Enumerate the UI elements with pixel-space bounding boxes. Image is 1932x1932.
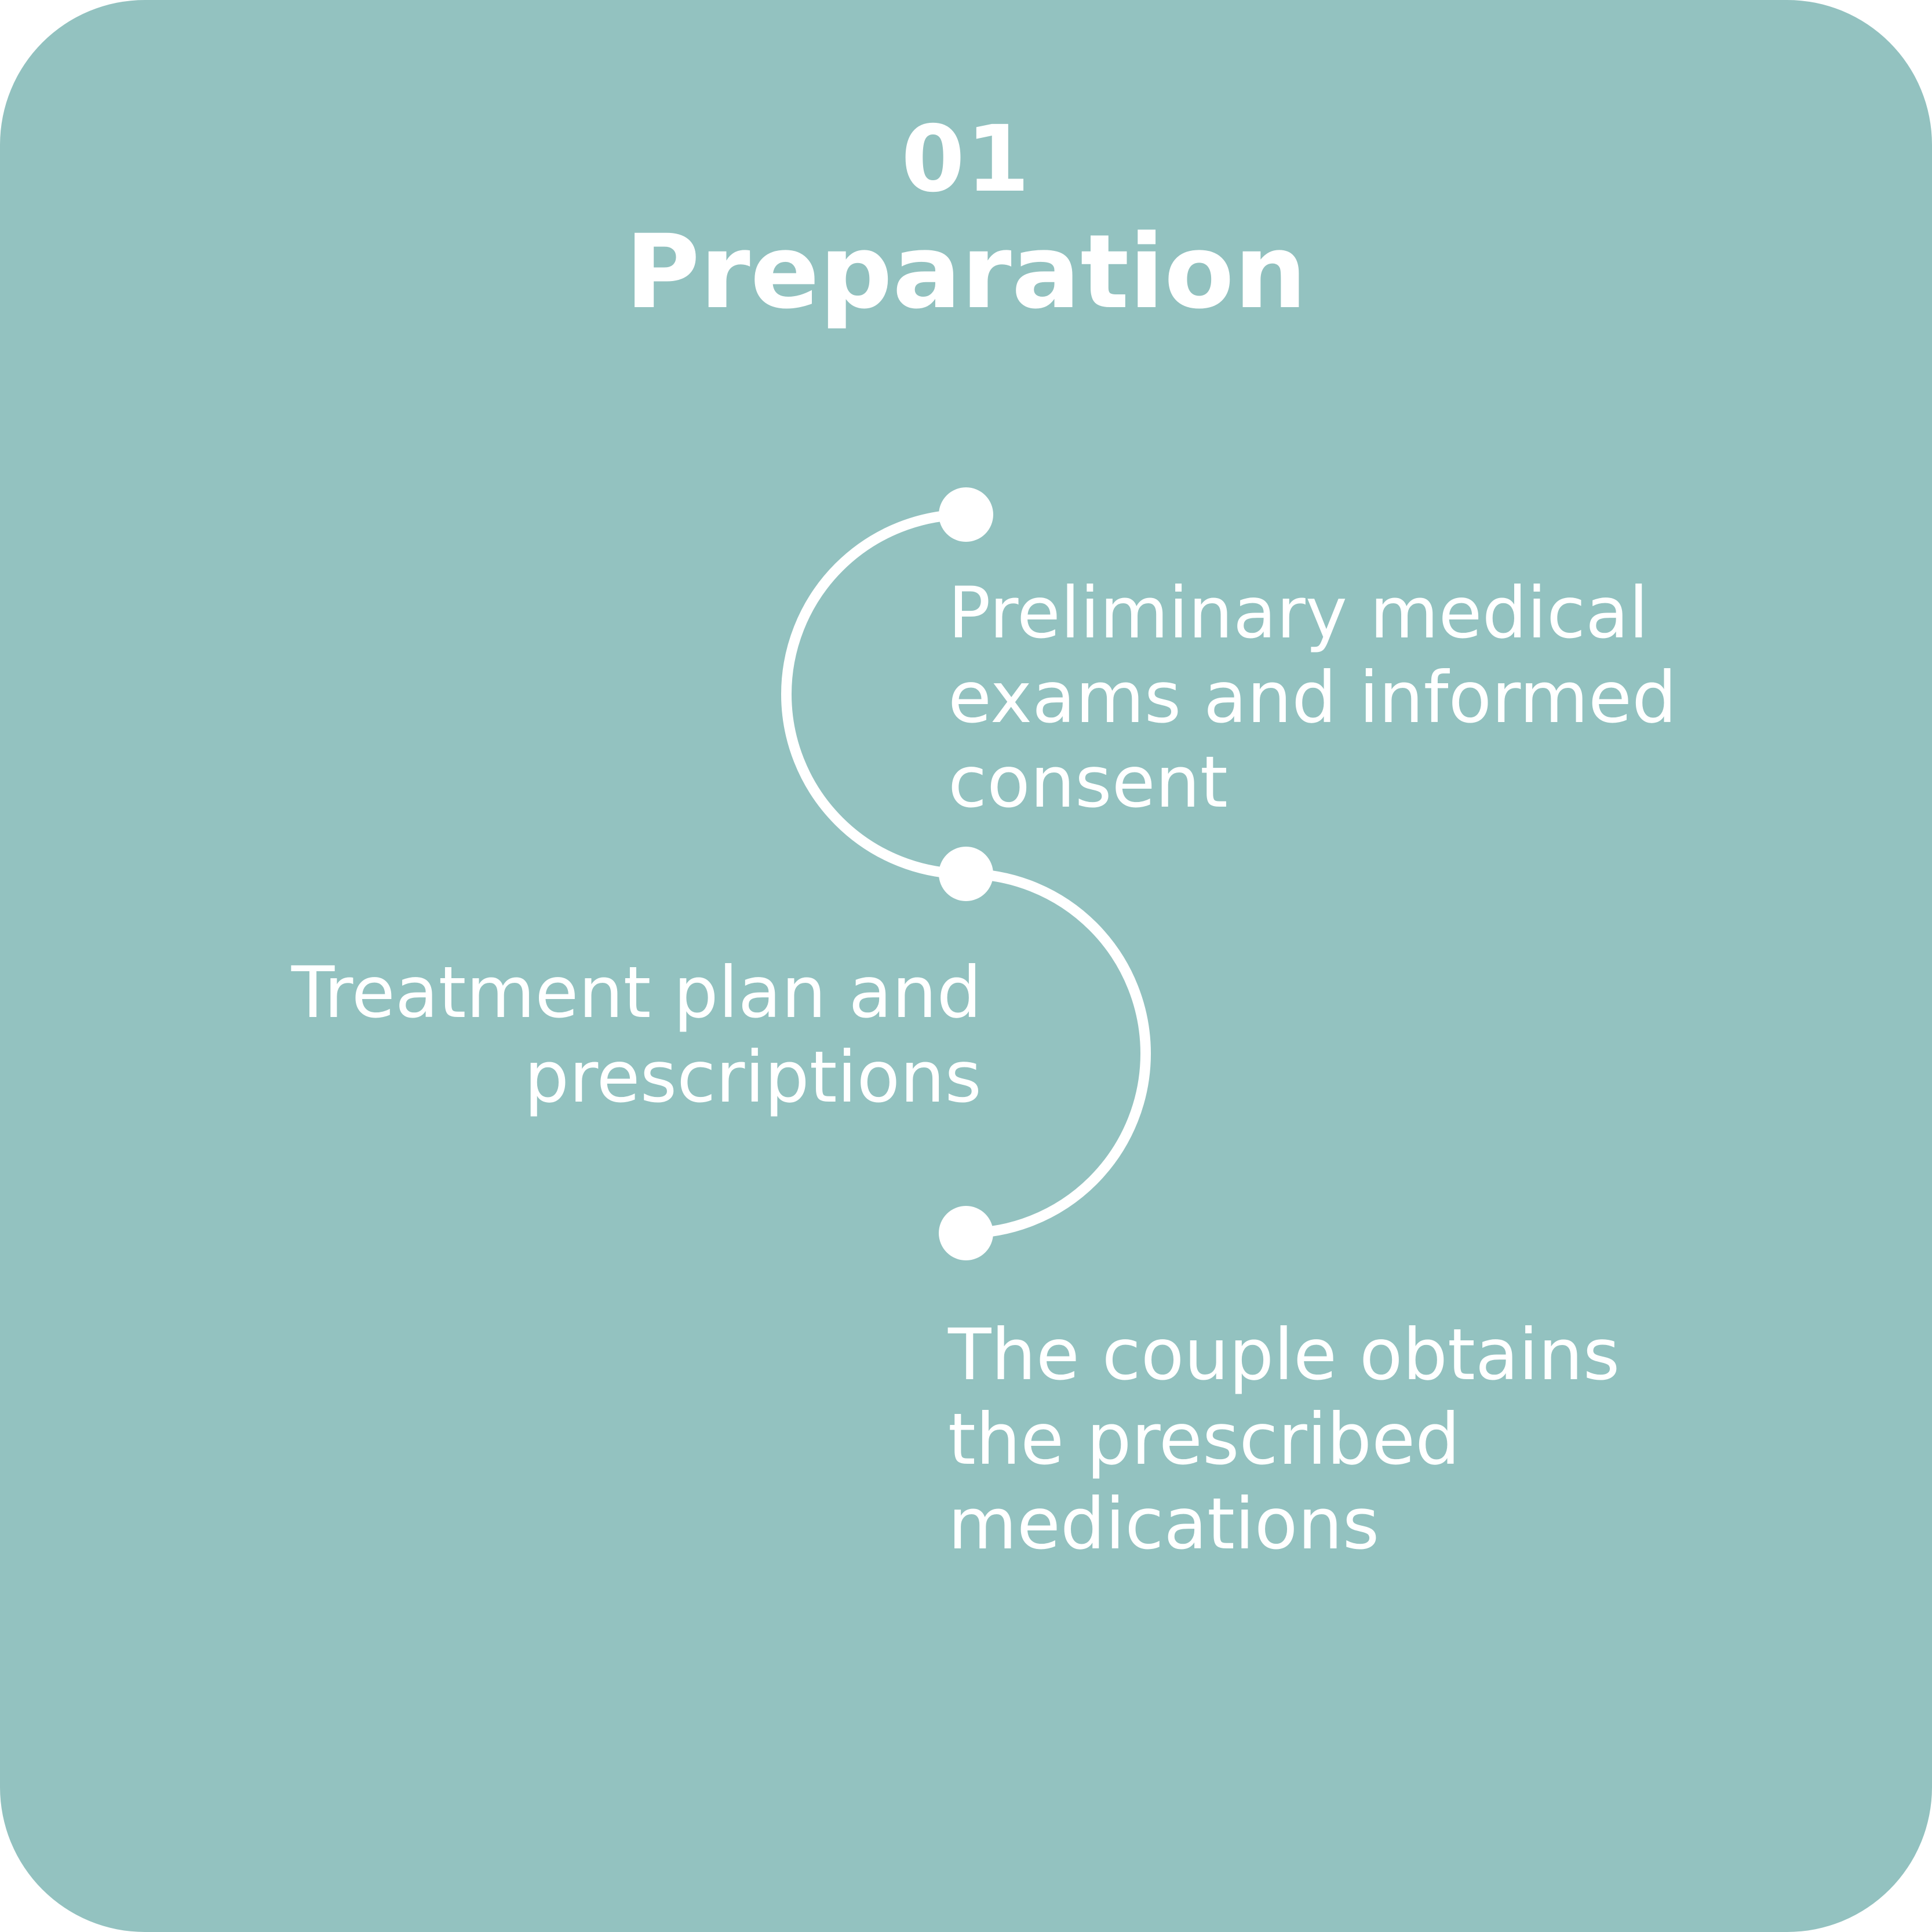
item-text-line: Treatment plan and xyxy=(291,952,982,1034)
timeline-item-3-text: The couple obtains the prescribed medica… xyxy=(948,1313,1620,1566)
item-text-line: The couple obtains xyxy=(948,1314,1620,1396)
item-text-line: exams and informed xyxy=(948,657,1677,739)
step-title: Preparation xyxy=(625,213,1307,331)
timeline-arc-lower xyxy=(965,869,1151,1238)
step-number: 01 xyxy=(901,106,1031,213)
timeline-node-1 xyxy=(939,487,993,542)
item-text-line: the prescribed xyxy=(948,1398,1460,1481)
timeline-item-2-text: Treatment plan and prescriptions xyxy=(291,950,982,1120)
item-text-line: consent xyxy=(948,741,1228,823)
timeline-node-3 xyxy=(939,1206,993,1260)
timeline-arc-upper xyxy=(781,509,967,879)
item-text-line: prescriptions xyxy=(524,1036,982,1118)
item-text-line: medications xyxy=(948,1483,1380,1565)
timeline-node-2 xyxy=(939,847,993,901)
timeline-item-1-text: Preliminary medical exams and informed c… xyxy=(948,571,1677,825)
item-text-line: Preliminary medical xyxy=(948,572,1649,654)
